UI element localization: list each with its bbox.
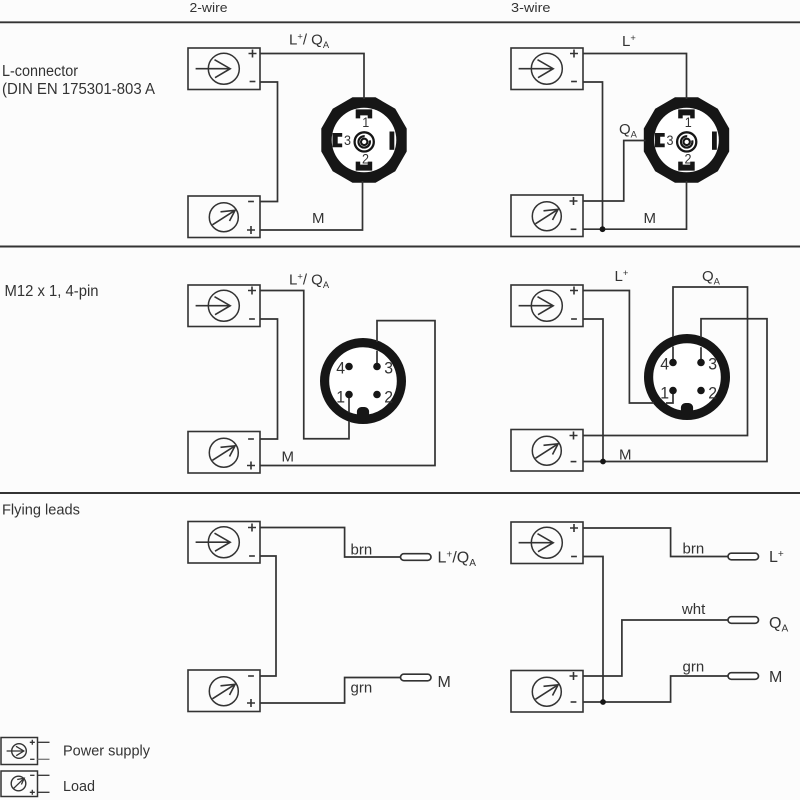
svg-text:Flying leads: Flying leads (2, 502, 80, 519)
svg-text:2: 2 (384, 388, 393, 406)
svg-text:2: 2 (685, 152, 692, 167)
svg-text:1: 1 (685, 115, 692, 130)
svg-text:M: M (644, 210, 657, 227)
svg-text:wht: wht (681, 601, 706, 618)
svg-text:2-wire: 2-wire (190, 0, 228, 15)
svg-text:(DIN EN 175301-803 A: (DIN EN 175301-803 A (2, 81, 156, 98)
svg-text:Load: Load (63, 778, 95, 795)
svg-text:3: 3 (344, 133, 351, 148)
svg-text:grn: grn (683, 659, 705, 676)
svg-text:L-connector: L-connector (2, 63, 78, 80)
svg-text:1: 1 (362, 115, 369, 130)
svg-text:M: M (769, 669, 782, 686)
svg-text:M: M (282, 449, 295, 466)
svg-text:3: 3 (384, 360, 393, 378)
svg-text:3: 3 (708, 356, 717, 374)
svg-text:4: 4 (336, 360, 345, 378)
svg-text:M: M (619, 447, 632, 464)
svg-text:grn: grn (351, 680, 373, 697)
svg-text:3-wire: 3-wire (511, 0, 551, 15)
svg-text:brn: brn (683, 541, 705, 558)
svg-text:M12 x 1, 4-pin: M12 x 1, 4-pin (5, 283, 99, 300)
svg-text:2: 2 (362, 152, 369, 167)
svg-text:Power supply: Power supply (63, 743, 150, 760)
svg-text:brn: brn (351, 542, 373, 559)
svg-text:M: M (438, 674, 451, 691)
svg-text:1: 1 (660, 384, 669, 402)
svg-text:4: 4 (660, 356, 669, 374)
svg-text:3: 3 (667, 133, 674, 148)
svg-text:1: 1 (336, 388, 345, 406)
svg-text:M: M (312, 210, 325, 227)
svg-text:2: 2 (708, 384, 717, 402)
